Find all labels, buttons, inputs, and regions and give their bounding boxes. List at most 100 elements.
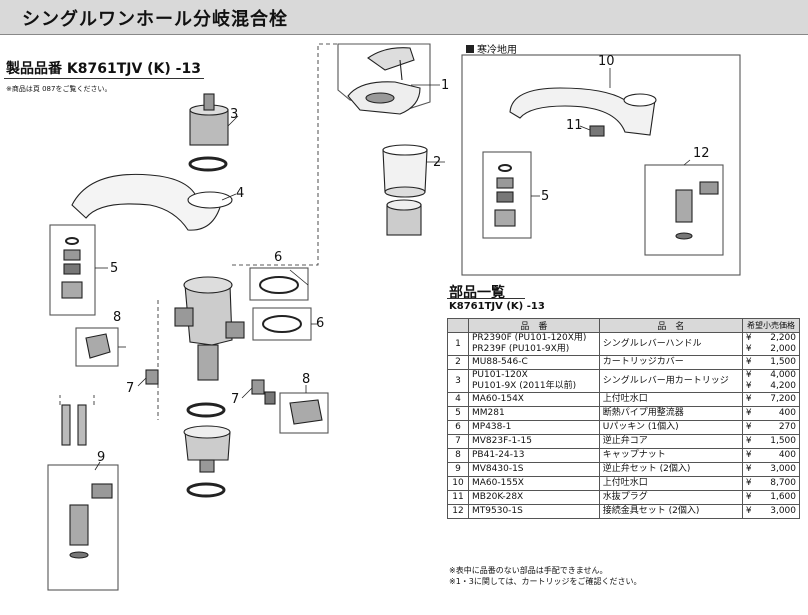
currency-symbol: ¥ [745, 464, 752, 474]
part-number: MB20K-28X [472, 492, 524, 502]
part-number: PR2390F (PU101-120X用) [472, 333, 587, 343]
part-number: PB41-24-13 [472, 450, 525, 460]
parts-title-underline [447, 298, 525, 299]
callout-6-lower: 6 [316, 316, 325, 331]
callout-7-right: 7 [231, 392, 240, 407]
product-label: 製品品番 [6, 61, 62, 77]
part-number-alt: PU101-9X (2011年以前) [472, 381, 577, 391]
price-line: ¥1,500 [746, 357, 796, 368]
currency-symbol: ¥ [745, 370, 752, 380]
part-name: 逆止弁セット (2個入) [598, 462, 743, 477]
cold-region-text: 寒冷地用 [477, 45, 517, 56]
currency-symbol: ¥ [745, 381, 752, 391]
callout-12: 12 [693, 146, 710, 161]
footnotes: ※表中に品番のない部品は手配できません。 ※1・3に関しては、カートリッジをご確… [449, 565, 641, 587]
row-number: 6 [447, 420, 469, 435]
price-cell: ¥7,200 [741, 392, 801, 407]
part-number: MA60-154X [472, 394, 524, 404]
part-name: 上付吐水口 [598, 476, 743, 491]
header-part-number: 品 番 [468, 318, 600, 333]
price-line: ¥7,200 [746, 394, 796, 405]
callout-9: 9 [97, 450, 106, 465]
price-line: ¥270 [746, 422, 796, 433]
part-number: MU88-546-C [472, 357, 528, 367]
callout-5: 5 [110, 261, 119, 276]
footnote-1: ※表中に品番のない部品は手配できません。 [449, 566, 608, 575]
part-name: 接続金具セット (2個入) [598, 504, 743, 519]
product-underline [4, 78, 204, 79]
callout-3: 3 [230, 107, 239, 122]
part-name: カートリッジカバー [598, 355, 743, 370]
part-number: MT9530-1S [472, 506, 523, 516]
currency-symbol: ¥ [745, 333, 752, 343]
part-name: Uパッキン (1個入) [598, 420, 743, 435]
currency-symbol: ¥ [745, 492, 752, 502]
callout-5-cold: 5 [541, 189, 550, 204]
currency-symbol: ¥ [745, 357, 752, 367]
price-value: 7,200 [770, 394, 796, 404]
currency-symbol: ¥ [745, 450, 752, 460]
parts-list-model: K8761TJV (K) -13 [449, 301, 545, 312]
parts-table-header: 品 番 品 名 希望小売価格 [447, 318, 801, 333]
footnote-2: ※1・3に関しては、カートリッジをご確認ください。 [449, 577, 642, 586]
price-cell: ¥1,600 [741, 490, 801, 505]
price-value: 270 [778, 422, 796, 432]
part-name: 断熱パイプ用整流器 [598, 406, 743, 421]
callout-4: 4 [236, 186, 245, 201]
price-line: ¥8,700 [746, 478, 796, 489]
currency-symbol: ¥ [745, 422, 752, 432]
price-cell: ¥400 [741, 406, 801, 421]
price-cell: ¥1,500 [741, 355, 801, 370]
cartridge [189, 109, 229, 146]
currency-symbol: ¥ [745, 408, 752, 418]
currency-symbol: ¥ [745, 344, 752, 354]
part-number-alt: PR239F (PU101-9X用) [472, 344, 570, 354]
cartridge-cover [382, 149, 428, 193]
row-number: 10 [447, 476, 469, 491]
currency-symbol: ¥ [745, 506, 752, 516]
row-number: 3 [447, 369, 469, 393]
part-number-cell: MT9530-1S [468, 504, 600, 519]
price-line: ¥400 [746, 408, 796, 419]
callout-10: 10 [598, 54, 615, 69]
currency-symbol: ¥ [745, 478, 752, 488]
header-price: 希望小売価格 [741, 318, 801, 333]
part-name: 上付吐水口 [598, 392, 743, 407]
price-value: 2,200 [770, 333, 796, 343]
part-name: キャップナット [598, 448, 743, 463]
row-number: 7 [447, 434, 469, 449]
price-value: 1,500 [770, 436, 796, 446]
callout-8-right: 8 [302, 372, 311, 387]
part-number-cell: MA60-155X [468, 476, 600, 491]
price-cell: ¥3,000 [741, 462, 801, 477]
price-cell: ¥400 [741, 448, 801, 463]
part-number-cell: MB20K-28X [468, 490, 600, 505]
callout-1: 1 [441, 78, 450, 93]
part-number-cell: PB41-24-13 [468, 448, 600, 463]
part-number: MP438-1 [472, 422, 512, 432]
row-number: 1 [447, 332, 469, 356]
price-value: 3,000 [770, 464, 796, 474]
price-cell: ¥8,700 [741, 476, 801, 491]
cold-region-label: 寒冷地用 [466, 41, 517, 56]
price-value: 400 [778, 450, 796, 460]
part-number-cell: MU88-546-C [468, 355, 600, 370]
row-number: 12 [447, 504, 469, 519]
part-number-cell: PR2390F (PU101-120X用)PR239F (PU101-9X用) [468, 332, 600, 356]
product-number: 製品品番 K8761TJV (K) -13 [6, 58, 201, 78]
currency-symbol: ¥ [745, 436, 752, 446]
header-no [447, 318, 469, 333]
price-line: ¥3,000 [746, 464, 796, 475]
part-number: MA60-155X [472, 478, 524, 488]
callout-2: 2 [433, 155, 442, 170]
price-value: 400 [778, 408, 796, 418]
